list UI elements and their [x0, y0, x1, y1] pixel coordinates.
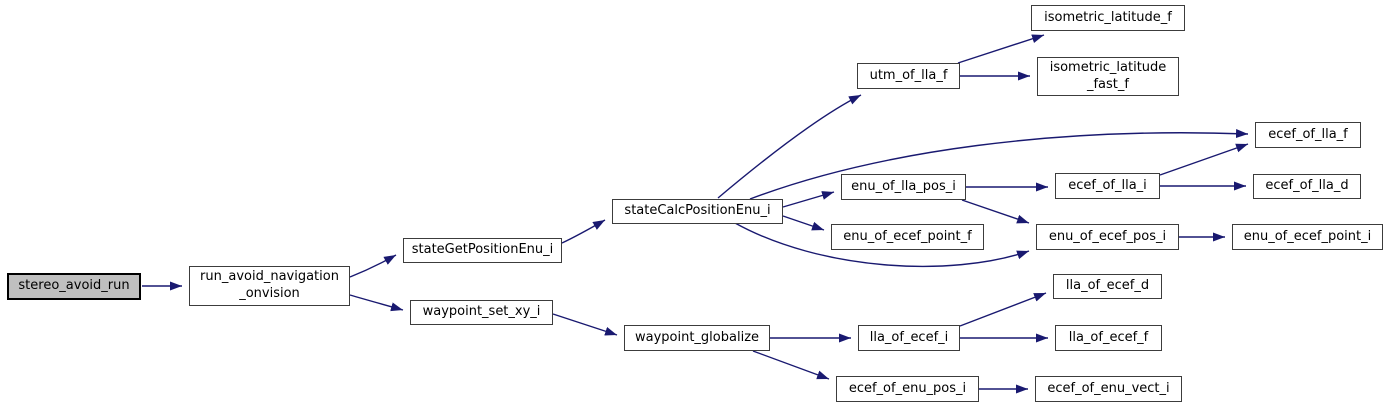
node-ecef-of-lla-d[interactable]: ecef_of_lla_d [1253, 174, 1361, 199]
edge-utm_of_lla_f-isometric_latitude_f [957, 34, 1045, 64]
edge-stateCalcPositionEnu_i-enu_of_ecef_pos_i [734, 222, 1030, 268]
edge-run_avoid_navigation_onvision-waypoint_set_xy_i [349, 294, 404, 312]
node-ecef-of-enu-vect-i[interactable]: ecef_of_enu_vect_i [1035, 376, 1182, 402]
edge-lla_of_ecef_i-lla_of_ecef_d [959, 292, 1047, 327]
edge-waypoint_set_xy_i-waypoint_globalize [552, 313, 618, 336]
node-lla-of-ecef-i[interactable]: lla_of_ecef_i [858, 325, 960, 351]
edge-stateCalcPositionEnu_i-ecef_of_lla_f [749, 129, 1249, 200]
node-run-avoid-navigation-onvision[interactable]: run_avoid_navigation _onvision [189, 266, 350, 306]
node-enu-of-ecef-pos-i[interactable]: enu_of_ecef_pos_i [1036, 224, 1179, 250]
node-enu-of-lla-pos-i[interactable]: enu_of_lla_pos_i [841, 174, 966, 200]
node-ecef-of-enu-pos-i[interactable]: ecef_of_enu_pos_i [836, 376, 979, 402]
edge-stateCalcPositionEnu_i-enu_of_lla_pos_i [782, 191, 835, 208]
node-waypoint-set-xy-i[interactable]: waypoint_set_xy_i [410, 300, 553, 325]
node-isometric-latitude-fast-f[interactable]: isometric_latitude _fast_f [1037, 57, 1179, 96]
node-enu-of-ecef-point-f[interactable]: enu_of_ecef_point_f [831, 224, 984, 250]
edge-ecef_of_lla_i-ecef_of_lla_f [1159, 143, 1249, 176]
node-isometric-latitude-f[interactable]: isometric_latitude_f [1031, 5, 1185, 31]
node-stateGetPositionEnu-i[interactable]: stateGetPositionEnu_i [403, 238, 562, 263]
edge-waypoint_globalize-ecef_of_enu_pos_i [752, 350, 830, 380]
node-waypoint-globalize[interactable]: waypoint_globalize [624, 325, 770, 351]
edge-stateGetPositionEnu_i-stateCalcPositionEnu_i [561, 219, 606, 244]
edge-run_avoid_navigation_onvision-stateGetPositionEnu_i [349, 254, 397, 278]
node-ecef-of-lla-f[interactable]: ecef_of_lla_f [1255, 122, 1361, 148]
node-lla-of-ecef-d[interactable]: lla_of_ecef_d [1053, 274, 1162, 299]
edge-enu_of_lla_pos_i-enu_of_ecef_pos_i [961, 199, 1030, 224]
node-enu-of-ecef-point-i[interactable]: enu_of_ecef_point_i [1232, 224, 1383, 250]
edge-stateCalcPositionEnu_i-utm_of_lla_f [717, 94, 862, 199]
edge-stateCalcPositionEnu_i-enu_of_ecef_point_f [782, 215, 825, 231]
node-stateCalcPositionEnu-i[interactable]: stateCalcPositionEnu_i [612, 199, 783, 224]
node-utm-of-lla-f[interactable]: utm_of_lla_f [857, 63, 960, 89]
node-ecef-of-lla-i[interactable]: ecef_of_lla_i [1055, 173, 1160, 199]
node-lla-of-ecef-f[interactable]: lla_of_ecef_f [1055, 325, 1162, 351]
node-stereo-avoid-run: stereo_avoid_run [7, 273, 141, 300]
